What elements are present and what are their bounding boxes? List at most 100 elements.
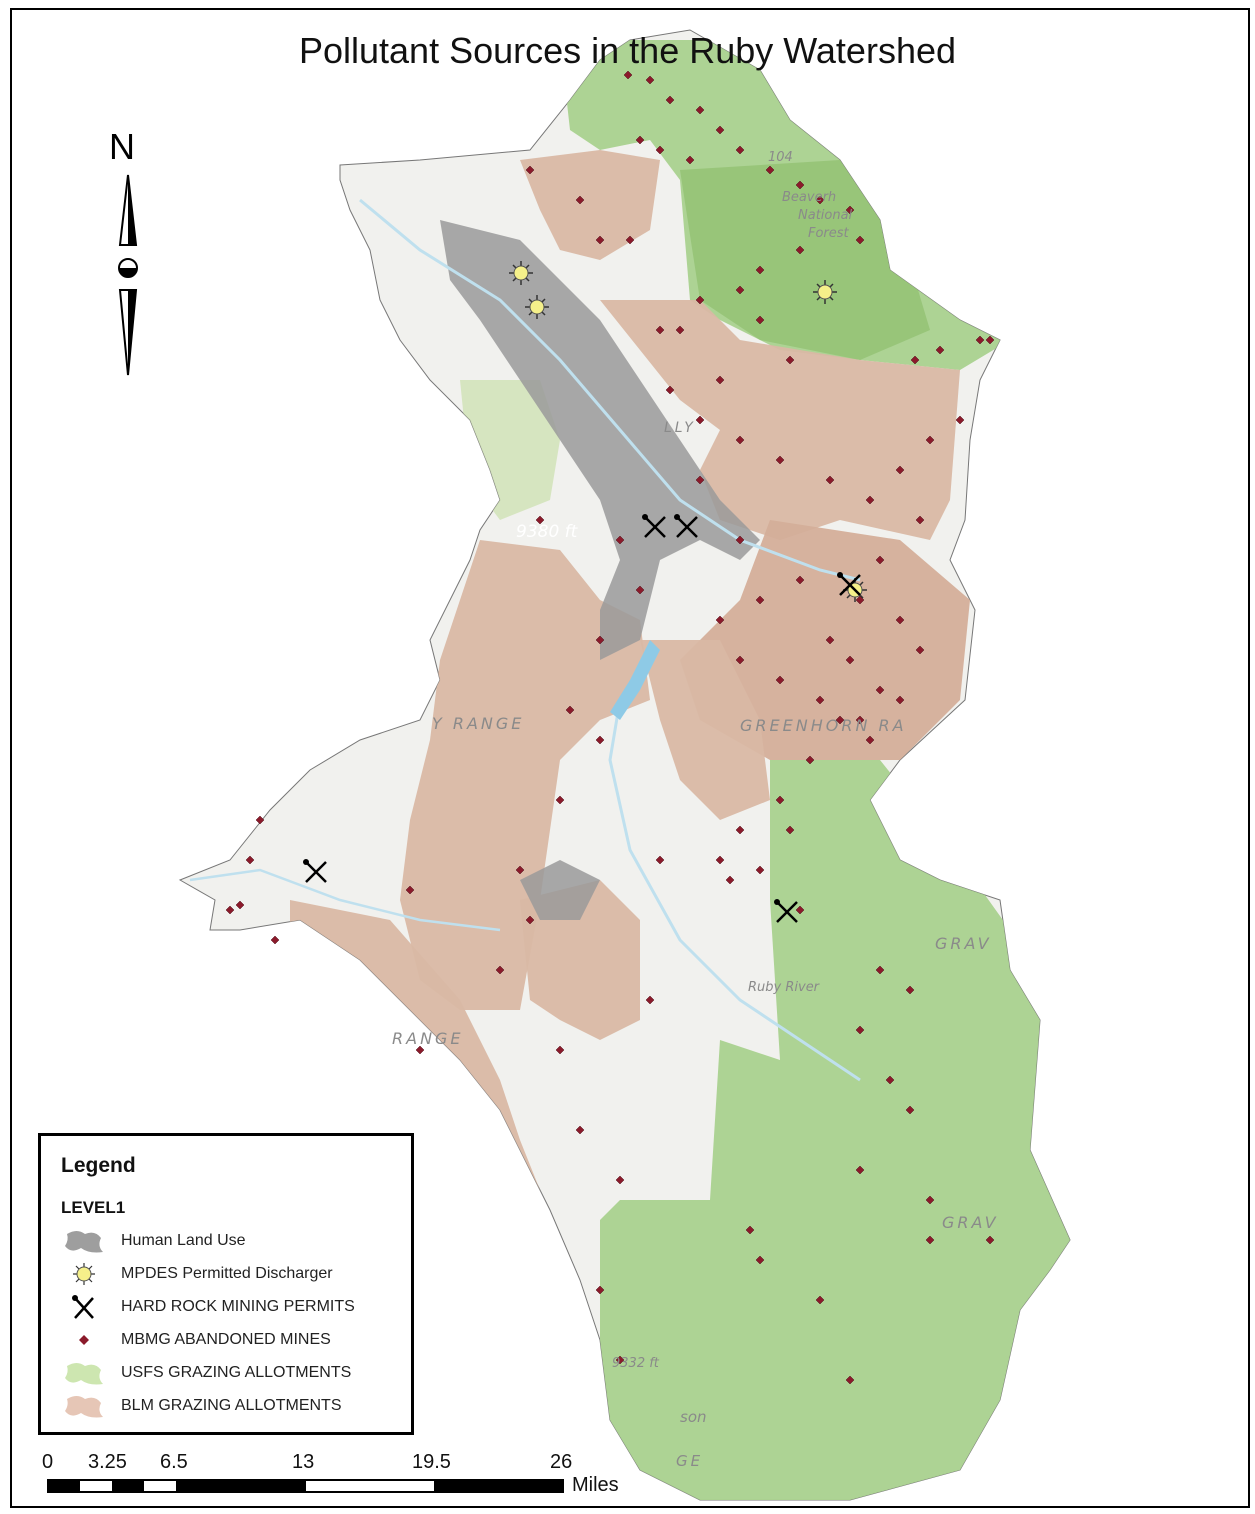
abandoned-mine-marker [225, 905, 235, 915]
abandoned-mine-marker [735, 145, 745, 155]
abandoned-mine-marker [715, 855, 725, 865]
ruby-river [359, 198, 861, 582]
human-land-use-corridor [440, 220, 760, 660]
abandoned-mine-marker [775, 675, 785, 685]
label-forest1: Beaverh [782, 190, 837, 205]
abandoned-mine-marker [405, 885, 415, 895]
abandoned-mine-marker [615, 535, 625, 545]
abandoned-mine-marker [745, 1225, 755, 1235]
abandoned-mine-marker [925, 1235, 935, 1245]
abandoned-mine-marker [735, 435, 745, 445]
usfs-allotment-north-dark [680, 160, 930, 360]
abandoned-mine-marker [775, 795, 785, 805]
mining-permit-icon [303, 859, 327, 883]
abandoned-mine-marker [685, 155, 695, 165]
abandoned-mine-marker [955, 415, 965, 425]
legend-title: Legend [61, 1154, 136, 1177]
abandoned-mine-marker [555, 795, 565, 805]
scale-bar [47, 1479, 564, 1493]
label-elev1: 9380 ft [516, 522, 578, 542]
abandoned-mine-marker [815, 195, 825, 205]
ruby-river-south [608, 699, 861, 1082]
abandoned-mine-marker [255, 815, 265, 825]
abandoned-mine-marker [555, 1045, 565, 1055]
abandoned-mine-marker [755, 1255, 765, 1265]
abandoned-mine-marker [775, 455, 785, 465]
abandoned-mine-marker [815, 1295, 825, 1305]
mining-permit-icon [642, 514, 666, 538]
abandoned-mine-marker [515, 865, 525, 875]
abandoned-mine-marker [865, 735, 875, 745]
abandoned-mine-marker [845, 1375, 855, 1385]
label-misc3: GE [676, 1452, 704, 1470]
abandoned-mine-marker [665, 95, 675, 105]
abandoned-mine-marker [855, 715, 865, 725]
north-label: N [109, 126, 135, 167]
map-legend: Legend LEVEL1 Human Land Use MPDES Permi… [38, 1133, 414, 1435]
abandoned-mine-marker [985, 1235, 995, 1245]
label-road: 104 [768, 150, 793, 165]
tan-polygon-icon [65, 1396, 103, 1418]
abandoned-mine-marker [865, 495, 875, 505]
abandoned-mine-marker [765, 165, 775, 175]
abandoned-mine-marker [825, 635, 835, 645]
mining-permit-icon [674, 514, 698, 538]
abandoned-mine-marker [755, 595, 765, 605]
abandoned-mine-marker [615, 1355, 625, 1365]
mining-permit-icon [774, 899, 798, 923]
green-polygon-icon [65, 1363, 103, 1385]
reservoir [610, 640, 660, 720]
abandoned-mine-marker [565, 705, 575, 715]
abandoned-mine-marker [735, 285, 745, 295]
abandoned-mine-marker [715, 375, 725, 385]
label-forest2: National [798, 208, 853, 223]
abandoned-mine-marker [595, 235, 605, 245]
abandoned-mine-marker [815, 695, 825, 705]
abandoned-mine-marker [665, 385, 675, 395]
mines-layer [225, 70, 995, 1385]
red-diamond-icon [79, 1335, 89, 1345]
scale-label-1: 3.25 [88, 1451, 127, 1473]
abandoned-mine-marker [535, 515, 545, 525]
abandoned-mine-marker [695, 415, 705, 425]
mining-permit-icon [837, 572, 861, 596]
abandoned-mine-marker [635, 135, 645, 145]
abandoned-mine-marker [525, 915, 535, 925]
abandoned-mine-marker [615, 1175, 625, 1185]
human-land-use-icon [65, 1231, 103, 1253]
abandoned-mine-marker [695, 475, 705, 485]
abandoned-mine-marker [655, 855, 665, 865]
label-grav2: GRAV [942, 1213, 999, 1232]
abandoned-mine-marker [755, 265, 765, 275]
abandoned-mine-marker [695, 295, 705, 305]
abandoned-mine-marker [725, 875, 735, 885]
abandoned-mine-marker [885, 1075, 895, 1085]
abandoned-mine-marker [695, 105, 705, 115]
legend-item-mpdes-discharger: MPDES Permitted Discharger [59, 1259, 409, 1289]
scale-label-4: 19.5 [412, 1451, 451, 1473]
label-misc2: son [680, 1408, 707, 1426]
pick-axe-icon [72, 1295, 94, 1319]
abandoned-mine-marker [735, 825, 745, 835]
legend-subtitle: LEVEL1 [61, 1198, 126, 1217]
abandoned-mine-marker [735, 535, 745, 545]
blm-allotment-north-west [520, 150, 660, 260]
yellow-star-icon [73, 1263, 95, 1285]
abandoned-mine-marker [625, 235, 635, 245]
abandoned-mine-marker [895, 695, 905, 705]
abandoned-mine-marker [895, 465, 905, 475]
label-range2: GREENHORN RA [740, 716, 907, 735]
abandoned-mine-marker [785, 355, 795, 365]
scale-label-2: 6.5 [160, 1451, 188, 1473]
abandoned-mine-marker [925, 435, 935, 445]
abandoned-mine-marker [645, 995, 655, 1005]
abandoned-mine-marker [875, 555, 885, 565]
abandoned-mine-marker [845, 655, 855, 665]
legend-item-human-land-use: Human Land Use [59, 1226, 409, 1256]
abandoned-mine-marker [825, 475, 835, 485]
abandoned-mine-marker [855, 1165, 865, 1175]
abandoned-mine-marker [875, 685, 885, 695]
mining-permits-layer [303, 514, 861, 923]
label-grav1: GRAV [935, 934, 992, 953]
abandoned-mine-marker [795, 180, 805, 190]
